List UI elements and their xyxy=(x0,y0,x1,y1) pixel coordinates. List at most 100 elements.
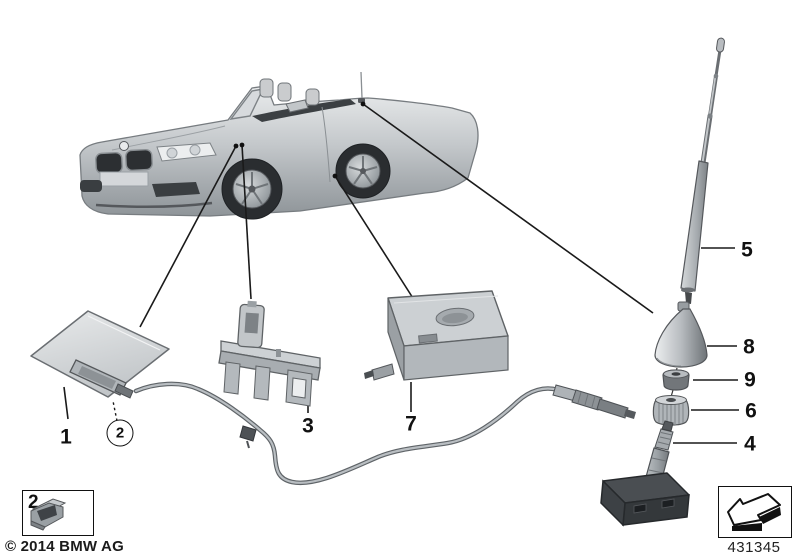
headrest-left xyxy=(259,78,274,98)
arrow-shadow-diagonal xyxy=(759,507,781,524)
pad-plate xyxy=(30,310,170,398)
front-intake-left xyxy=(80,180,102,192)
connector-ribs xyxy=(577,391,596,408)
rear-hub xyxy=(360,168,366,174)
thread-lines xyxy=(657,432,673,446)
callout-7[interactable]: 7 xyxy=(405,412,417,436)
part-seal xyxy=(662,369,690,391)
base-box-left xyxy=(600,479,626,527)
part-antenna-base xyxy=(600,420,690,527)
part-antenna-cone xyxy=(654,301,708,368)
cockpit-interior xyxy=(252,99,356,122)
bracket-hook-window xyxy=(291,377,307,399)
callout-8[interactable]: 8 xyxy=(743,335,755,359)
connector-tip xyxy=(624,409,636,419)
side-mirror xyxy=(285,99,309,113)
clip-tab xyxy=(247,300,257,308)
whip-segment-2-hl xyxy=(708,75,717,117)
nut-center-hole xyxy=(666,398,676,402)
base-slot-right xyxy=(661,498,675,509)
clip-icon-lip xyxy=(30,520,46,531)
diagram-ref-box xyxy=(718,486,792,538)
pad-edge-highlight xyxy=(87,315,161,351)
rod-base-cone xyxy=(680,160,709,292)
copyright-text: © 2014 BMW AG xyxy=(5,538,124,555)
rod-base-bottom xyxy=(681,287,695,293)
rod-bottom-pin xyxy=(685,292,692,304)
bmw-roundel xyxy=(119,141,129,151)
bracket-top-clip xyxy=(237,300,265,349)
pad-strip-window xyxy=(78,366,116,389)
leader-car-to-bracket xyxy=(241,144,252,300)
leader-connector-to-label2 xyxy=(112,400,118,422)
leader-car-to-amplifier xyxy=(334,175,419,307)
bracket-stud xyxy=(276,349,281,357)
leader-lines xyxy=(63,103,739,444)
headrest-middle xyxy=(277,82,292,102)
car-wheel-front xyxy=(221,158,283,220)
base-slot-left xyxy=(633,503,647,514)
amplifier-stub-pin xyxy=(364,370,374,379)
kidney-grille-right xyxy=(125,148,153,172)
callout-9[interactable]: 9 xyxy=(744,368,756,392)
bumper-lip xyxy=(95,201,213,208)
whip-segment-3 xyxy=(714,48,722,78)
headrest-rear xyxy=(305,88,320,106)
license-plate-blank xyxy=(99,171,149,187)
part-amplifier xyxy=(364,290,509,381)
callout-6[interactable]: 6 xyxy=(745,399,757,423)
clip-legend-box: 2 xyxy=(22,490,94,536)
whip-collar-1 xyxy=(707,113,713,119)
rod-tip-cap xyxy=(716,37,725,53)
amplifier-front-face xyxy=(403,335,509,381)
antenna-cable xyxy=(133,381,636,486)
arrow-top-face xyxy=(727,493,781,526)
front-intake-right xyxy=(152,182,200,197)
clip-legend-number[interactable]: 2 xyxy=(28,492,39,513)
callout-5[interactable]: 5 xyxy=(741,238,753,262)
headlight-ring-inner xyxy=(189,144,201,156)
part-antenna-pad xyxy=(30,310,170,399)
front-hub xyxy=(248,185,256,193)
cable-core xyxy=(134,382,560,484)
callout-4[interactable]: 4 xyxy=(744,432,756,456)
cone-body xyxy=(654,308,708,368)
leader-car-to-cone xyxy=(362,103,654,314)
direction-arrow-icon xyxy=(727,493,781,531)
part-nut xyxy=(652,395,690,426)
clip-icon-slot xyxy=(37,505,57,521)
arrow-shadow-bottom xyxy=(732,523,762,531)
connector-segment-b xyxy=(571,389,603,411)
cable-clip-pin xyxy=(246,440,250,449)
amplifier-stub xyxy=(371,363,395,381)
callout-2-circled[interactable]: 2 xyxy=(106,419,134,447)
base-top-pin xyxy=(661,420,674,432)
kidney-grille-left xyxy=(95,151,123,175)
callout-dots xyxy=(233,101,366,179)
leader-pad-to-label1 xyxy=(63,386,69,420)
nut-knurling xyxy=(658,402,684,425)
amplifier-slot xyxy=(418,333,438,344)
whip-segment-1-hl xyxy=(701,115,711,164)
seal-center-hole xyxy=(671,372,681,376)
cable-clip xyxy=(239,425,257,442)
part-bracket xyxy=(218,300,321,407)
car-antenna-mast xyxy=(360,71,363,99)
leader-car-to-pad xyxy=(139,145,237,328)
callout-1[interactable]: 1 xyxy=(60,425,72,449)
diagram-number: 431345 xyxy=(727,539,781,556)
door-seam-line xyxy=(321,106,331,183)
cable-end-connector xyxy=(552,384,636,419)
whip-collar-2 xyxy=(713,73,719,79)
bracket-leg-2 xyxy=(253,365,271,401)
cone-base-shade xyxy=(656,357,682,367)
pad-cable-connector xyxy=(114,383,134,399)
clip-icon xyxy=(30,498,67,531)
amplifier-hole-inner xyxy=(442,312,468,324)
cable-outline xyxy=(133,381,561,486)
callout-3[interactable]: 3 xyxy=(302,414,314,438)
bracket-leg-1 xyxy=(223,361,241,395)
amplifier-top-ridge xyxy=(393,295,499,304)
